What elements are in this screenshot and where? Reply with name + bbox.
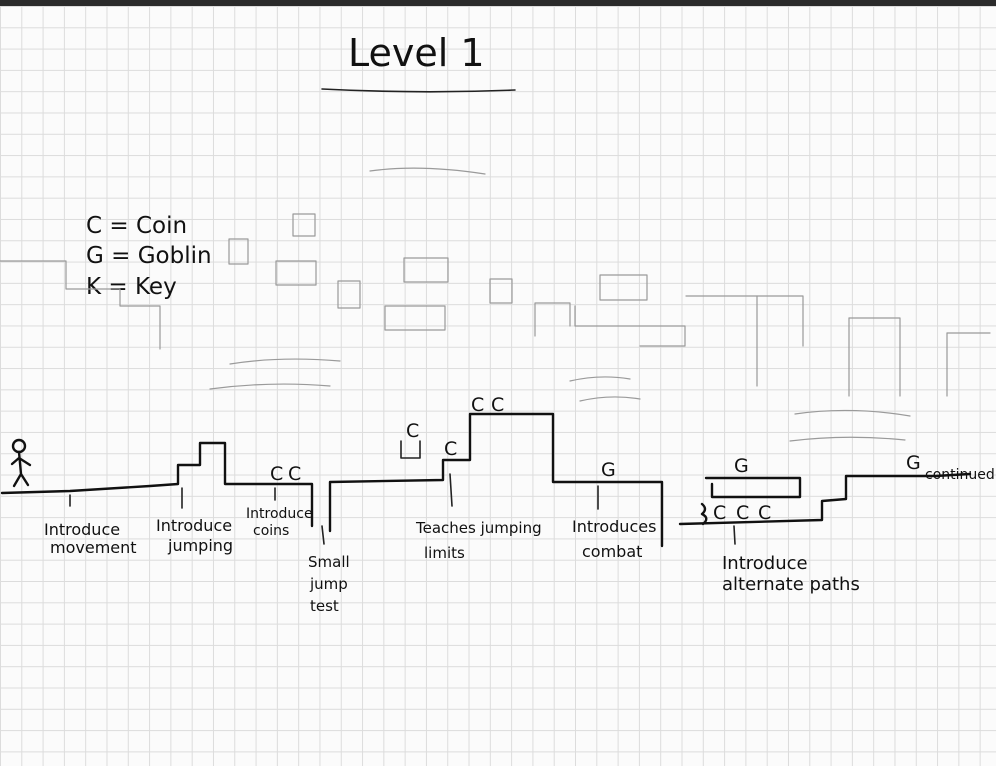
key-scribble	[700, 502, 708, 526]
svg-text:Introduce: Introduce	[44, 520, 120, 539]
goblin-marker: G	[734, 455, 749, 477]
annotation-introduce-jumping: Introduce jumping	[156, 516, 233, 555]
svg-text:Introduce: Introduce	[156, 516, 232, 535]
coin-marker: C	[270, 463, 283, 485]
title-underline	[321, 88, 516, 93]
coin-marker: C	[288, 463, 301, 485]
coins: C C C C C C C C C	[270, 394, 771, 524]
svg-text:jumping: jumping	[167, 536, 233, 555]
svg-text:Introduces: Introduces	[572, 517, 656, 536]
svg-text:combat: combat	[582, 542, 642, 561]
jump-box-outline	[400, 440, 421, 459]
legend-key: K = Key	[86, 274, 177, 300]
annotation-introduce-alternate-paths: Introduce alternate paths	[722, 553, 860, 595]
goblins: G G G	[601, 452, 921, 481]
coin-marker: C	[736, 502, 749, 524]
annotation-introduce-coins: Introduce coins	[246, 506, 313, 539]
annotation-introduce-movement: Introduce movement	[44, 520, 137, 557]
svg-text:Introduce: Introduce	[722, 553, 808, 574]
player-stick-figure	[10, 438, 32, 488]
svg-text:limits: limits	[424, 544, 465, 562]
annotation-small-jump-test: Small jump test	[308, 553, 350, 615]
sketch-page: Level 1 C = Coin G = Goblin K = Key	[0, 6, 996, 766]
svg-text:Small: Small	[308, 553, 350, 571]
svg-text:alternate paths: alternate paths	[722, 574, 860, 595]
goblin-marker: G	[601, 459, 616, 481]
svg-text:test: test	[310, 597, 339, 615]
legend-coin: C = Coin	[86, 213, 187, 239]
coin-marker: C	[713, 502, 726, 524]
coin-marker: C	[471, 394, 484, 416]
annotation-teaches-jumping-limits: Teaches jumping limits	[415, 519, 542, 562]
coin-marker: C	[758, 502, 771, 524]
faint-background-sketch	[0, 167, 991, 442]
annotation-pointers	[69, 473, 736, 545]
coin-marker: C	[491, 394, 504, 416]
ground-path-start	[0, 441, 314, 528]
ground-path-mid	[328, 412, 664, 548]
goblin-marker: G	[906, 452, 921, 474]
svg-text:movement: movement	[50, 538, 137, 557]
alternate-upper-path	[704, 476, 802, 499]
legend-goblin: G = Goblin	[86, 243, 212, 269]
svg-text:Teaches jumping: Teaches jumping	[415, 519, 542, 537]
title-level: Level 1	[348, 31, 485, 75]
svg-text:coins: coins	[253, 523, 289, 539]
coin-marker: C	[406, 420, 419, 442]
annotation-continued: continued	[925, 467, 995, 483]
alternate-lower-path	[678, 472, 972, 526]
svg-text:jump: jump	[309, 575, 348, 593]
svg-text:Introduce: Introduce	[246, 506, 313, 522]
coin-marker: C	[444, 438, 457, 460]
annotation-introduces-combat: Introduces combat	[572, 517, 656, 561]
level-sketch: Level 1 C = Coin G = Goblin K = Key	[0, 31, 995, 615]
